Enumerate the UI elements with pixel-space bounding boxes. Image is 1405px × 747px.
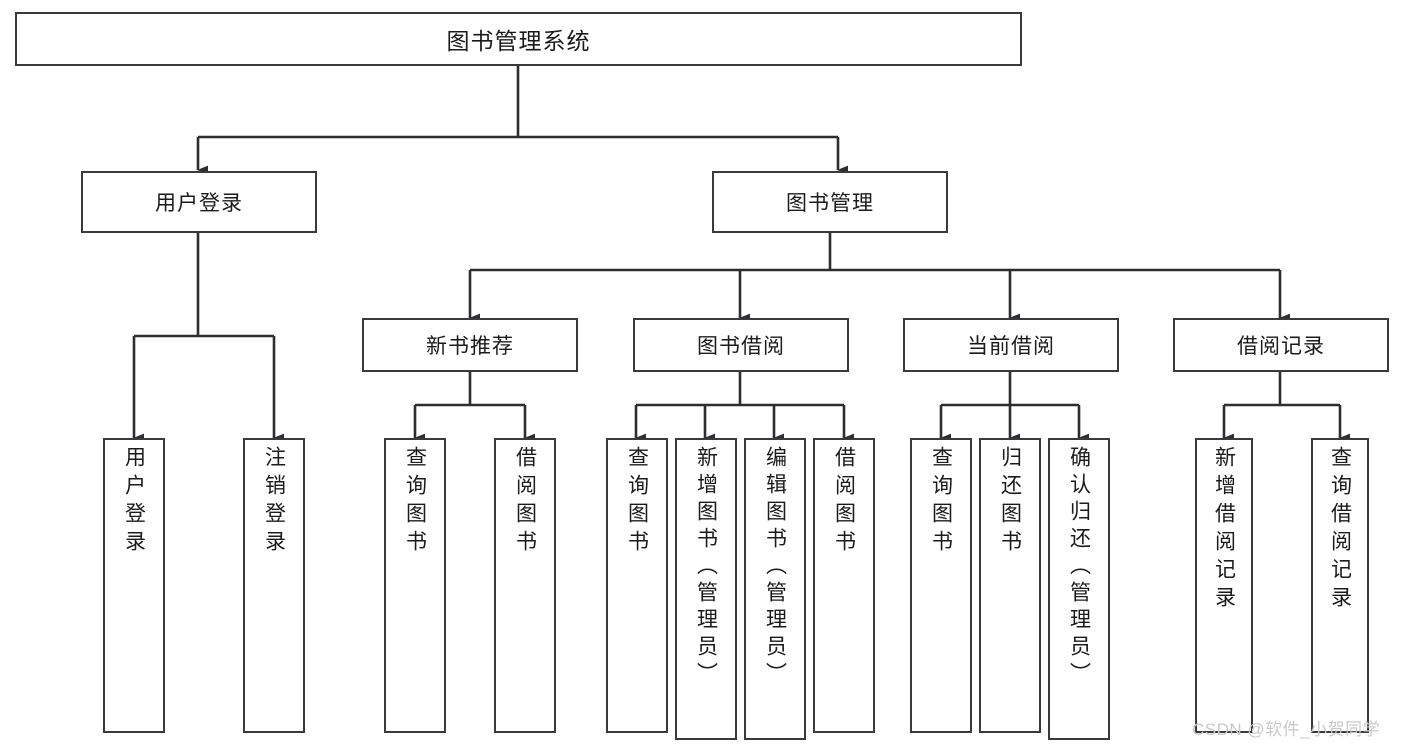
leaf-borrow-query-book-label: 查询图书 — [625, 446, 649, 558]
leaf-add-borrow-record[interactable]: 新增借阅记录 — [1195, 438, 1253, 733]
node-book-management-label: 图书管理 — [786, 192, 874, 215]
leaf-borrow-book[interactable]: 借阅图书 — [813, 438, 875, 733]
node-current-borrow[interactable]: 当前借阅 — [903, 318, 1119, 372]
node-book-borrow-label: 图书借阅 — [697, 335, 785, 358]
leaf-edit-book-admin[interactable]: 编辑图书（管理员） — [744, 438, 806, 740]
leaf-user-logout-label: 注销登录 — [262, 446, 286, 558]
leaf-new-book-borrow[interactable]: 借阅图书 — [494, 438, 556, 733]
leaf-new-book-query[interactable]: 查询图书 — [384, 438, 446, 733]
node-new-book-recommend-label: 新书推荐 — [426, 335, 514, 358]
leaf-current-query-book-label: 查询图书 — [929, 446, 953, 558]
leaf-borrow-book-label: 借阅图书 — [832, 446, 856, 558]
leaf-new-book-query-label: 查询图书 — [403, 446, 427, 558]
node-root[interactable]: 图书管理系统 — [15, 12, 1022, 66]
leaf-add-book-admin[interactable]: 新增图书（管理员） — [675, 438, 737, 740]
leaf-query-borrow-record-label: 查询借阅记录 — [1328, 446, 1352, 614]
node-borrow-record-label: 借阅记录 — [1237, 335, 1325, 358]
leaf-current-query-book[interactable]: 查询图书 — [910, 438, 972, 733]
leaf-new-book-borrow-label: 借阅图书 — [513, 446, 537, 558]
leaf-add-book-admin-label: 新增图书（管理员） — [694, 446, 718, 689]
leaf-user-logout[interactable]: 注销登录 — [243, 438, 305, 733]
node-root-label: 图书管理系统 — [446, 28, 591, 54]
node-book-management[interactable]: 图书管理 — [712, 171, 948, 233]
csdn-watermark: CSDN @软件_小贺同学 — [1192, 720, 1381, 739]
node-book-borrow[interactable]: 图书借阅 — [633, 318, 849, 372]
node-user-login[interactable]: 用户登录 — [81, 171, 317, 233]
leaf-user-login-label: 用户登录 — [122, 446, 146, 558]
node-new-book-recommend[interactable]: 新书推荐 — [362, 318, 578, 372]
node-borrow-record[interactable]: 借阅记录 — [1173, 318, 1389, 372]
leaf-query-borrow-record[interactable]: 查询借阅记录 — [1311, 438, 1369, 733]
leaf-return-book[interactable]: 归还图书 — [979, 438, 1041, 733]
leaf-return-book-label: 归还图书 — [998, 446, 1022, 558]
leaf-user-login[interactable]: 用户登录 — [103, 438, 165, 733]
leaf-add-borrow-record-label: 新增借阅记录 — [1212, 446, 1236, 614]
leaf-confirm-return-admin-label: 确认归还（管理员） — [1067, 446, 1091, 689]
leaf-confirm-return-admin[interactable]: 确认归还（管理员） — [1048, 438, 1110, 740]
node-current-borrow-label: 当前借阅 — [967, 335, 1055, 358]
node-user-login-label: 用户登录 — [155, 192, 243, 215]
leaf-borrow-query-book[interactable]: 查询图书 — [606, 438, 668, 733]
leaf-edit-book-admin-label: 编辑图书（管理员） — [763, 446, 787, 689]
